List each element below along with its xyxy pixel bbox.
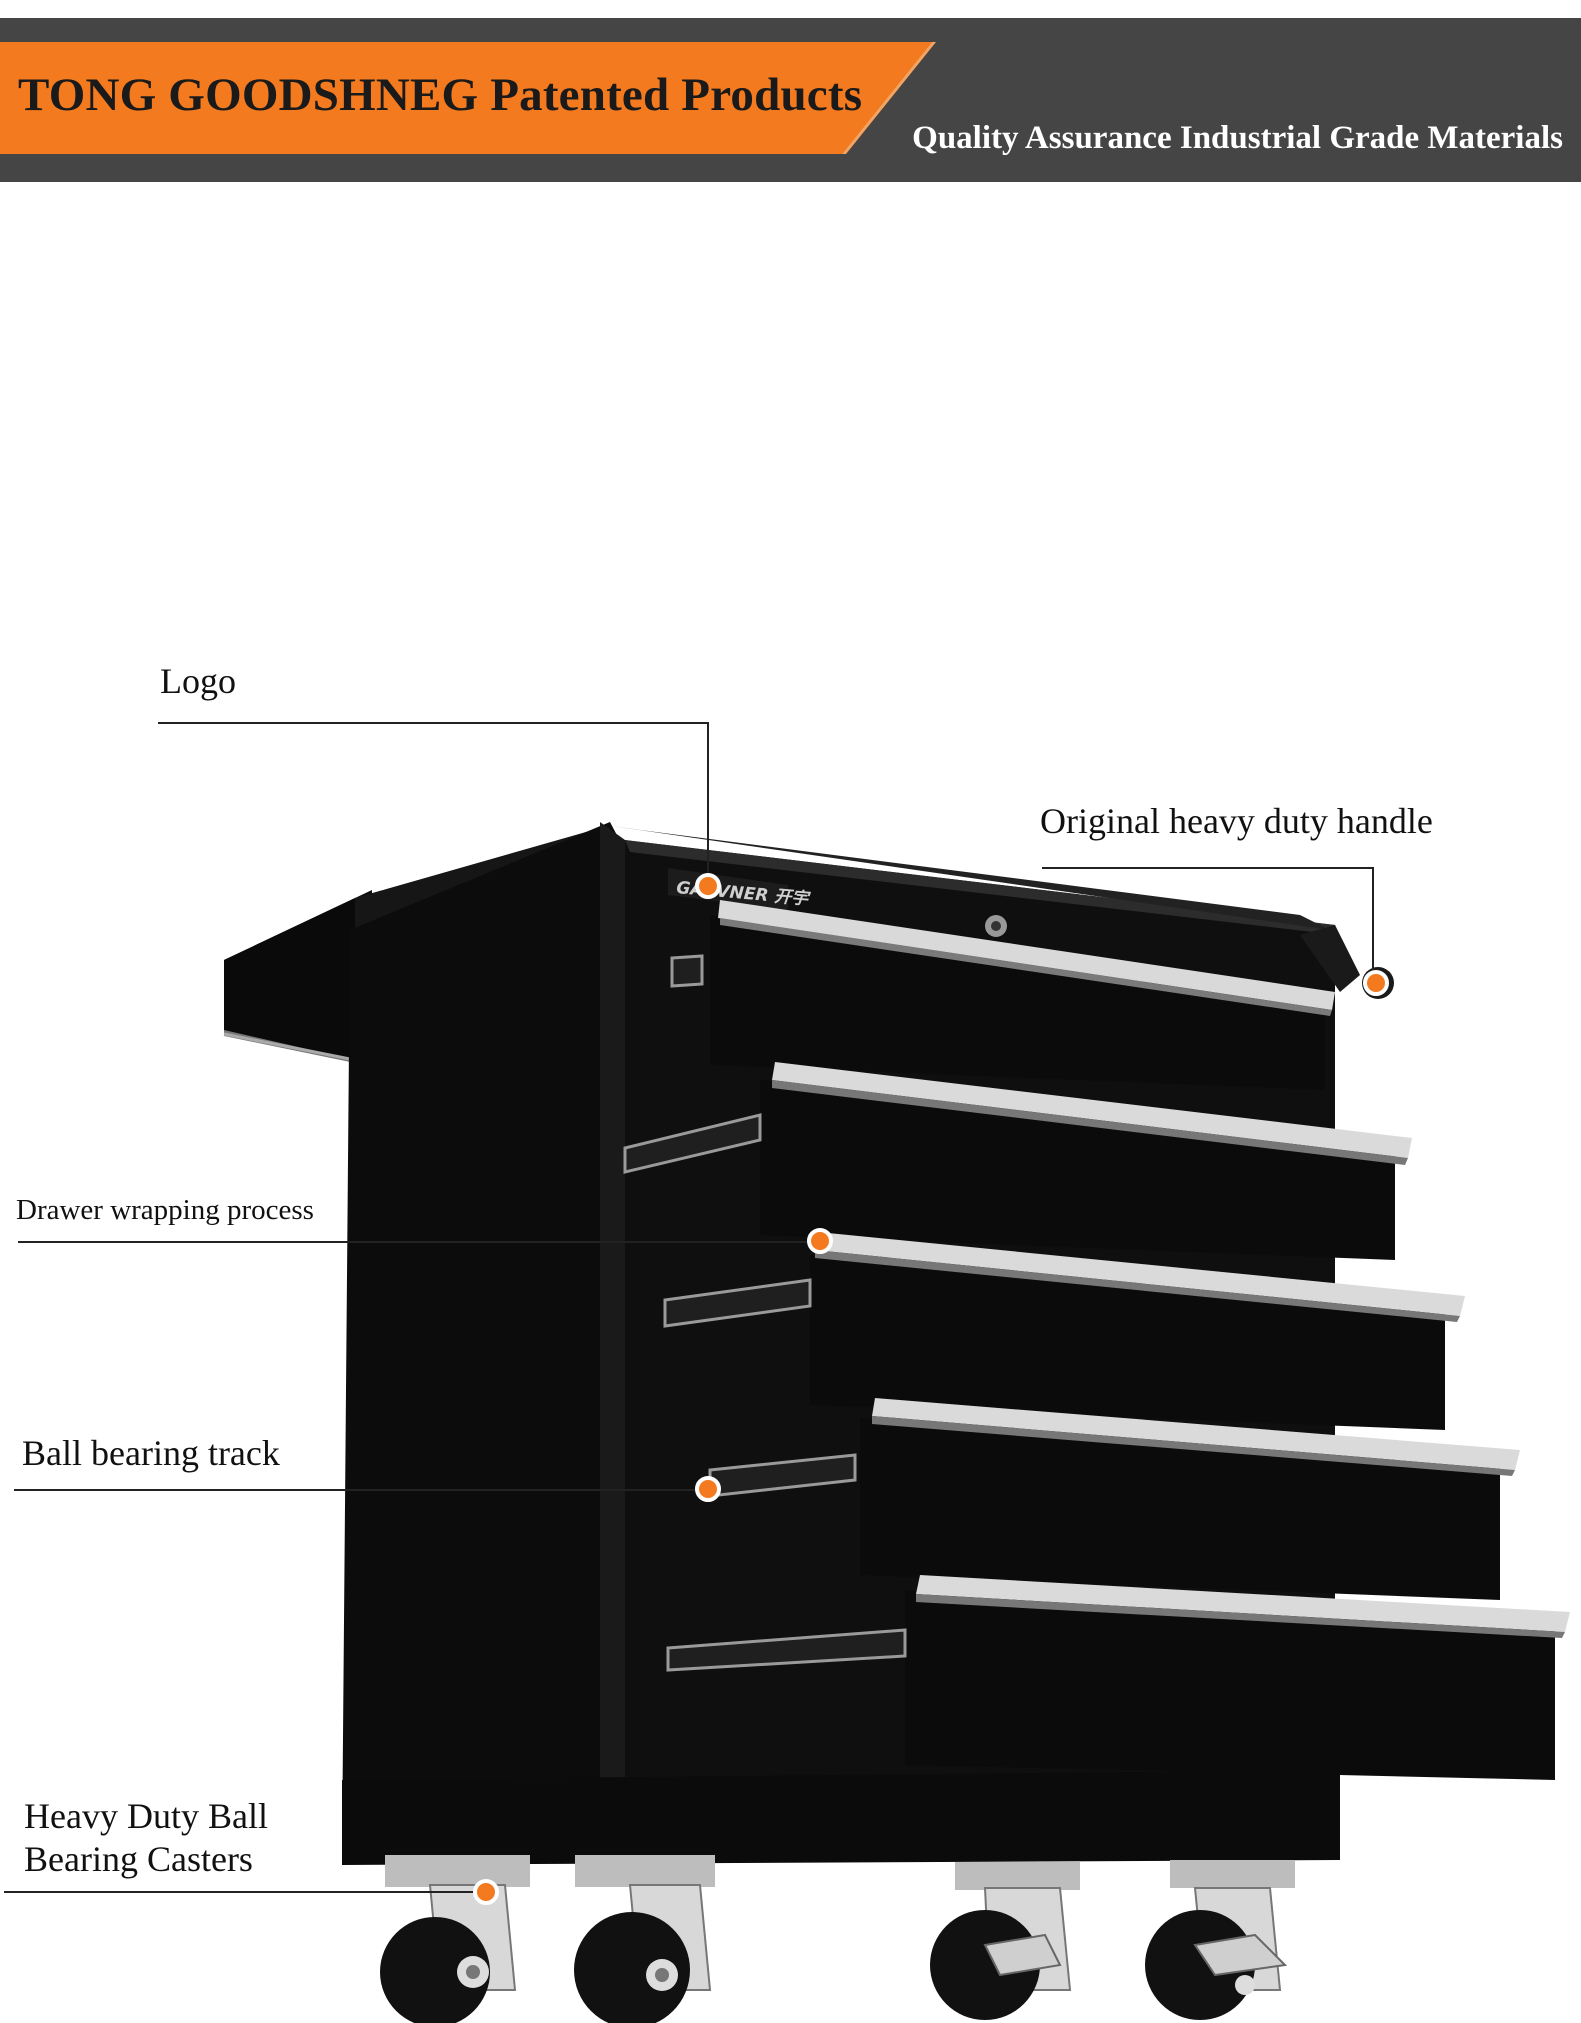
- drawer-5: [905, 1575, 1570, 1780]
- banner-title: TONG GOODSHNEG Patented Products: [18, 69, 863, 121]
- callout-casters-line1: Heavy Duty Ball: [24, 1796, 268, 1836]
- header-banner: TONG GOODSHNEG Patented Products Quality…: [0, 0, 1581, 190]
- drawer-1: [710, 900, 1335, 1090]
- drawer-2: [760, 1062, 1412, 1260]
- banner-background: [0, 18, 1581, 182]
- caster-front-right: [574, 1855, 715, 2023]
- track-marker: [695, 1476, 721, 1502]
- lock-icon: [985, 915, 1007, 937]
- caster-back-left: [930, 1862, 1080, 2020]
- handle-marker: [1363, 970, 1389, 996]
- caster-back-right: [1145, 1860, 1295, 2020]
- drawer-3: [810, 1232, 1465, 1430]
- callout-track-label: Ball bearing track: [22, 1433, 280, 1473]
- callout-lines: [4, 722, 1374, 1893]
- callout-casters-line2: Bearing Casters: [24, 1839, 253, 1879]
- casters-marker: [473, 1879, 499, 1905]
- ball-bearing-tracks: [623, 954, 907, 1672]
- casters: [380, 1855, 1295, 2023]
- callout-handle-label: Original heavy duty handle: [1040, 801, 1433, 841]
- callout-logo-label: Logo: [160, 661, 236, 701]
- drawer-4: [860, 1398, 1520, 1600]
- handle-leader-line: [1042, 867, 1374, 980]
- banner-subtitle: Quality Assurance Industrial Grade Mater…: [912, 120, 1563, 156]
- callout-drawer-label: Drawer wrapping process: [16, 1194, 314, 1226]
- logo-leader-line: [158, 722, 709, 885]
- callout-casters-label: Heavy Duty Ball Bearing Casters: [24, 1795, 268, 1881]
- caster-front-left: [380, 1855, 530, 2023]
- logo-marker: [695, 873, 721, 899]
- callout-markers: [473, 873, 1389, 1905]
- drawer-marker: [807, 1228, 833, 1254]
